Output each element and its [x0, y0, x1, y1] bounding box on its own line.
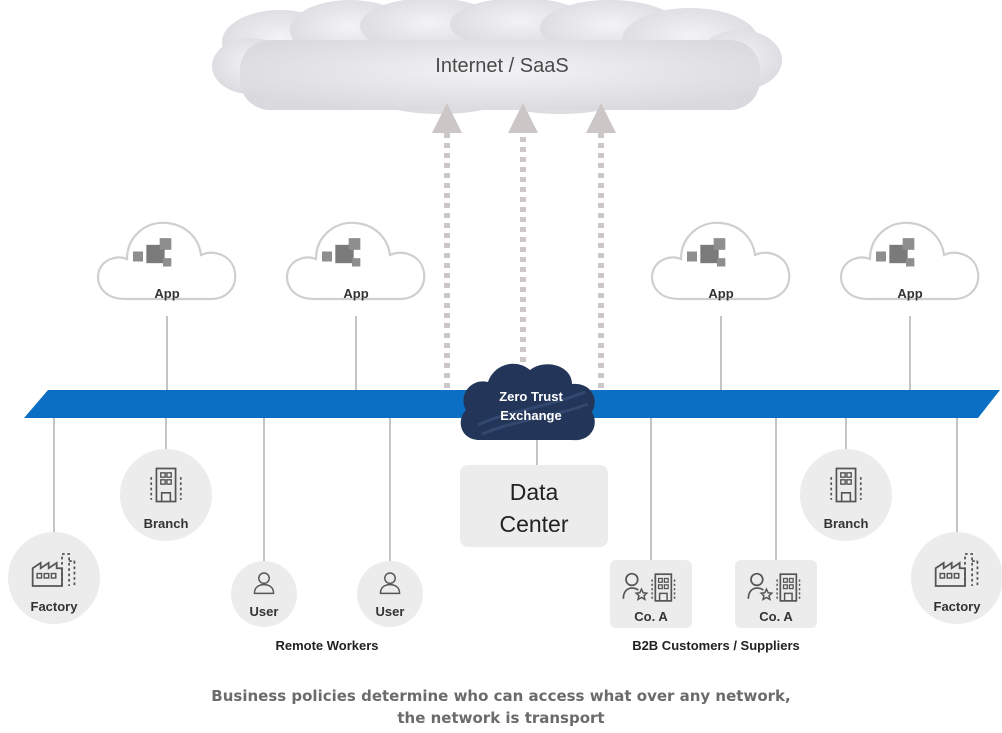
- branch-node-left: Branch: [120, 449, 212, 541]
- internet-saas-cloud: [212, 0, 782, 114]
- user-node-2: User: [357, 561, 423, 627]
- caption-line-1: Business policies determine who can acce…: [211, 687, 791, 705]
- company-node-1: Co. A: [610, 560, 692, 628]
- b2b-label: B2B Customers / Suppliers: [632, 638, 800, 653]
- node-connectors: [53, 418, 958, 562]
- data-center: Data Center: [460, 465, 608, 547]
- branch-label: Branch: [824, 516, 869, 531]
- user-label: User: [376, 604, 405, 619]
- user-label: User: [250, 604, 279, 619]
- app-label: App: [897, 286, 922, 301]
- internet-breakout-arrows: [432, 103, 616, 388]
- data-center-line1: Data: [510, 479, 559, 505]
- app-cloud-4: App: [839, 221, 980, 301]
- app-cloud-1: App: [96, 221, 237, 301]
- cloud-title: Internet / SaaS: [435, 55, 568, 77]
- factory-label: Factory: [31, 599, 79, 614]
- app-label: App: [708, 286, 733, 301]
- company-label: Co. A: [634, 609, 668, 624]
- data-center-line2: Center: [499, 511, 568, 537]
- company-node-2: Co. A: [735, 560, 817, 628]
- branch-node-right: Branch: [800, 449, 892, 541]
- zte-label-line2: Exchange: [500, 408, 561, 423]
- zero-trust-exchange: Zero Trust Exchange: [460, 363, 595, 441]
- app-connectors: [166, 316, 911, 392]
- caption-line-2: the network is transport: [397, 709, 605, 727]
- user-node-1: User: [231, 561, 297, 627]
- factory-node-right: Factory: [911, 532, 1002, 624]
- zte-label-line1: Zero Trust: [499, 389, 563, 404]
- app-cloud-2: App: [285, 221, 426, 301]
- app-label: App: [343, 286, 368, 301]
- app-label: App: [154, 286, 179, 301]
- company-label: Co. A: [759, 609, 793, 624]
- factory-node-left: Factory: [8, 532, 100, 624]
- remote-workers-label: Remote Workers: [275, 638, 378, 653]
- app-cloud-3: App: [650, 221, 791, 301]
- branch-label: Branch: [144, 516, 189, 531]
- caption: Business policies determine who can acce…: [0, 685, 1002, 729]
- factory-label: Factory: [934, 599, 982, 614]
